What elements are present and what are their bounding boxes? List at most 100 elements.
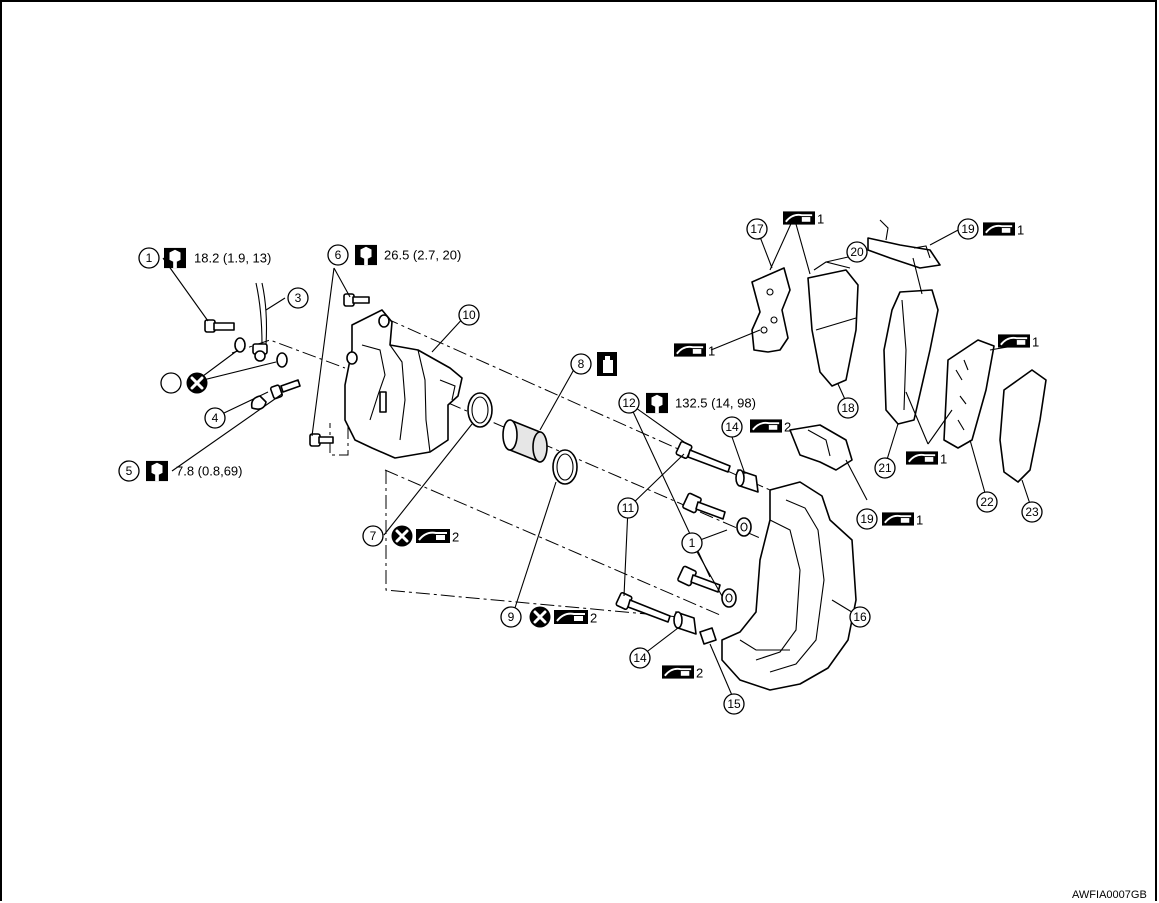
svg-text:4: 4 (212, 411, 219, 425)
bleeder-valve (250, 379, 301, 410)
torque-wrench-icon (646, 392, 668, 414)
washers (721, 517, 752, 608)
svg-text:14: 14 (725, 420, 739, 434)
callout-15: 15 (723, 693, 745, 715)
apply-grease-icon (906, 451, 938, 465)
svg-text:8: 8 (578, 357, 585, 371)
torque-member-bolts (677, 492, 726, 593)
union-bolt (204, 319, 288, 368)
svg-text:17: 17 (750, 222, 764, 236)
svg-text:7: 7 (370, 529, 377, 543)
svg-text:16: 16 (853, 610, 867, 624)
callout-14b: 14 (629, 647, 651, 669)
inner-brake-pad (883, 289, 939, 425)
grease-grade-14b: 2 (696, 666, 703, 681)
grease-grade-9: 2 (590, 611, 597, 626)
svg-text:1: 1 (689, 536, 696, 550)
outer-brake-pad (807, 261, 859, 387)
svg-text:23: 23 (1025, 505, 1039, 519)
grease-grade-22: 1 (1032, 335, 1039, 350)
do-not-reuse-icon (186, 372, 208, 394)
svg-text:5: 5 (126, 464, 133, 478)
do-not-reuse-icon (391, 525, 413, 547)
svg-text:21: 21 (878, 461, 892, 475)
callout-blank (160, 372, 182, 394)
piston-seal (467, 392, 493, 428)
apply-grease-icon (750, 419, 782, 433)
caliper-body (344, 309, 463, 459)
apply-grease-icon (662, 665, 694, 679)
figure-code: AWFIA0007GB (1072, 889, 1147, 901)
svg-text:20: 20 (850, 245, 864, 259)
callout-9: 9 (500, 606, 522, 628)
torque-wrench-icon (164, 247, 186, 269)
callout-8: 8 (570, 353, 592, 375)
torque-spec-bolt-6: 26.5 (2.7, 20) (384, 248, 461, 263)
caliper-bolts (309, 293, 370, 447)
callout-23: 23 (1021, 501, 1043, 523)
svg-text:9: 9 (508, 610, 515, 624)
grease-grade-21: 1 (940, 452, 947, 467)
sleeve (699, 627, 717, 645)
grease-grade-17: 1 (817, 212, 824, 227)
outer-shim-cover (751, 267, 791, 353)
grease-grade-14a: 2 (784, 420, 791, 435)
piston-boot (552, 449, 578, 485)
svg-text:6: 6 (335, 248, 342, 262)
grease-grade-7: 2 (452, 530, 459, 545)
piston (502, 419, 548, 463)
svg-text:12: 12 (622, 396, 636, 410)
callout-6: 6 (327, 244, 349, 266)
torque-member (721, 481, 857, 691)
callout-22: 22 (976, 491, 998, 513)
svg-text:14: 14 (633, 651, 647, 665)
svg-text:1: 1 (146, 251, 153, 265)
grease-grade-17-lower: 1 (708, 344, 715, 359)
apply-grease-icon (674, 343, 706, 357)
apply-grease-icon (882, 512, 914, 526)
svg-text:19: 19 (860, 512, 874, 526)
callout-12: 12 (618, 392, 640, 414)
callout-1b: 1 (681, 532, 703, 554)
callout-10: 10 (458, 304, 480, 326)
pin-boots (673, 469, 759, 635)
torque-wrench-icon (146, 460, 168, 482)
svg-text:15: 15 (727, 697, 741, 711)
callout-19b: 19 (856, 508, 878, 530)
callout-11: 11 (617, 497, 639, 519)
callout-19a: 19 (957, 218, 979, 240)
pad-retainer-upper (867, 219, 941, 269)
leader-lines (162, 216, 1033, 701)
apply-grease-icon (998, 334, 1030, 348)
callout-17: 17 (746, 218, 768, 240)
svg-text:18: 18 (841, 401, 855, 415)
apply-grease-icon (416, 529, 450, 543)
callout-18: 18 (837, 397, 859, 419)
torque-wrench-icon (355, 244, 377, 266)
svg-text:19: 19 (961, 222, 975, 236)
callout-21: 21 (874, 457, 896, 479)
brake-fluid-icon (597, 352, 617, 376)
callout-14a: 14 (721, 416, 743, 438)
apply-grease-icon (783, 211, 815, 225)
callout-1a: 1 (138, 247, 160, 269)
apply-grease-icon (983, 222, 1015, 236)
svg-text:3: 3 (295, 291, 302, 305)
sliding-pin-upper (675, 440, 731, 473)
torque-spec-pin: 132.5 (14, 98) (675, 396, 756, 411)
apply-grease-icon (554, 610, 588, 624)
callout-7: 7 (362, 525, 384, 547)
grease-grade-19b: 1 (916, 513, 923, 528)
svg-text:11: 11 (622, 501, 635, 515)
svg-text:22: 22 (980, 495, 994, 509)
grease-grade-19a: 1 (1017, 223, 1024, 238)
torque-spec-bleeder: 7.8 (0.8,69) (176, 464, 243, 479)
torque-spec-bolt-1: 18.2 (1.9, 13) (194, 251, 271, 266)
callout-16: 16 (849, 606, 871, 628)
brake-hose (252, 282, 268, 362)
callout-3: 3 (287, 287, 309, 309)
pad-retainer-lower (789, 424, 853, 471)
svg-text:10: 10 (462, 308, 476, 322)
